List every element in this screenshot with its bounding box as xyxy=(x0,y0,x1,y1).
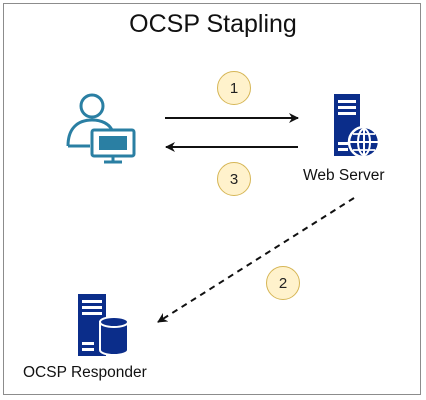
web-server-label: Web Server xyxy=(303,167,385,184)
ocsp-responder-label: OCSP Responder xyxy=(23,364,147,381)
database-server-icon xyxy=(78,294,129,356)
step-badge-1: 1 xyxy=(217,71,251,105)
diagram-title: OCSP Stapling xyxy=(129,10,297,38)
step-badge-2: 2 xyxy=(266,266,300,300)
arrow-step-2 xyxy=(157,197,355,323)
user-computer-icon xyxy=(66,93,136,164)
step-badge-3: 3 xyxy=(217,162,251,196)
web-server-icon xyxy=(334,94,381,159)
